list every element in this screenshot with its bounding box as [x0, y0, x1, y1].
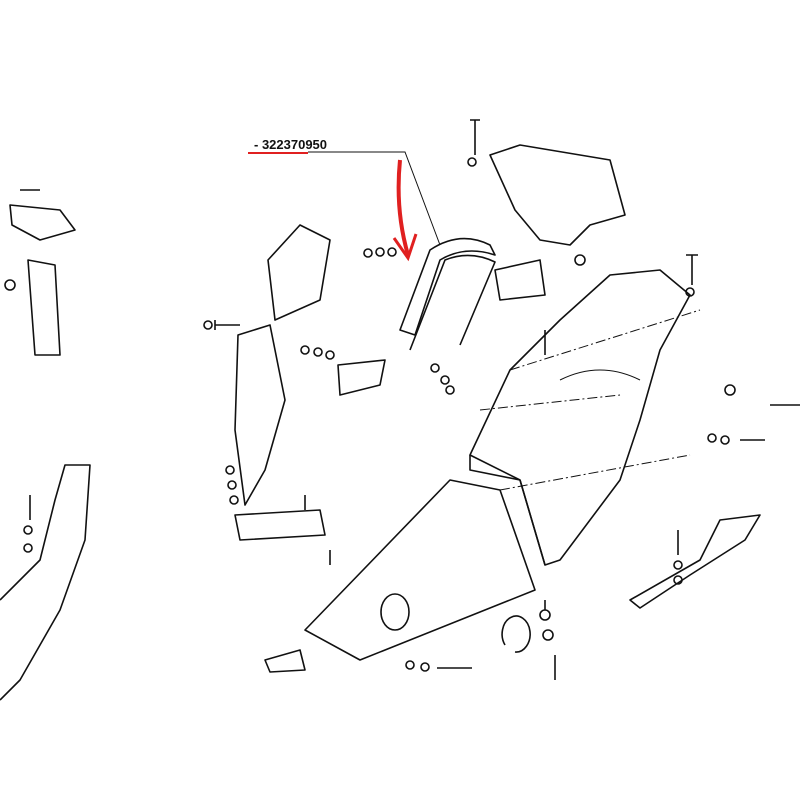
- left-edge-assembly: [0, 204, 91, 701]
- right-skid-bracket: [629, 514, 761, 609]
- leader-line: [308, 151, 441, 246]
- fasteners: [4, 119, 800, 680]
- highlight-arrow: [396, 159, 410, 256]
- main-housing: [469, 269, 701, 566]
- top-cover-plate: [489, 144, 626, 246]
- triangular-guard-plate: [304, 454, 691, 661]
- highlight-arrowhead: [392, 233, 418, 262]
- part-number-underline: [248, 152, 308, 154]
- circlip: [501, 615, 531, 653]
- left-bracket: [234, 224, 386, 541]
- curved-bracket-part: [399, 237, 546, 351]
- part-number-label: - 322370950: [254, 137, 328, 152]
